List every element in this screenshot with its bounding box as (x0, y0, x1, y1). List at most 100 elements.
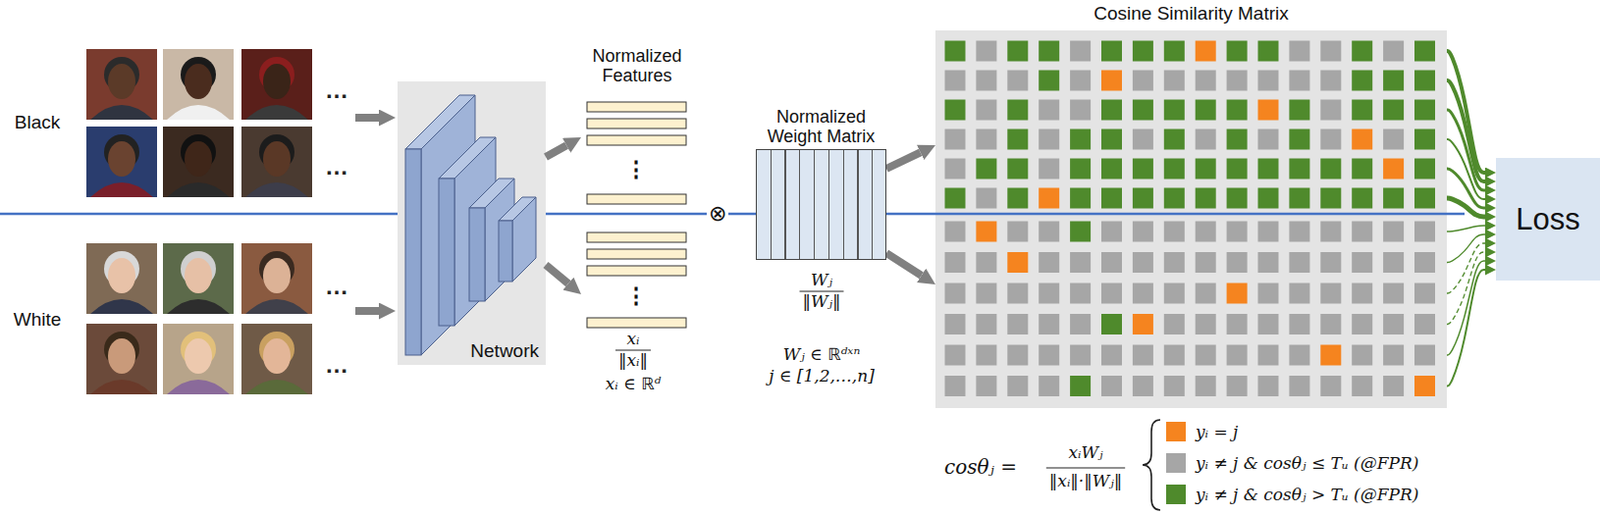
ellipsis: … (324, 76, 349, 104)
face-photo (241, 323, 313, 395)
matrix-cell (945, 375, 966, 397)
matrix-cell (1414, 129, 1436, 151)
label-holder: ‖xᵢ‖ (618, 352, 648, 371)
figure-part (512, 197, 536, 282)
matrix-cell (1414, 375, 1436, 397)
matrix-cell (1351, 41, 1373, 62)
figure-part (162, 49, 234, 120)
matrix-cell (1069, 252, 1091, 273)
group-label: White (13, 309, 62, 330)
matrix-cell (1383, 159, 1404, 180)
matrix-cell (1258, 159, 1280, 180)
matrix-cell (1414, 70, 1436, 92)
matrix-cell (1258, 221, 1280, 243)
node-text: Normalized Features (581, 47, 694, 87)
input-arrow (355, 113, 379, 122)
figure-part (162, 323, 234, 395)
matrix-cell (1288, 100, 1310, 121)
matrix-cell (1226, 159, 1248, 180)
matrix-cell (1038, 314, 1060, 335)
figure-part (469, 208, 485, 302)
matrix-cell (1258, 129, 1280, 151)
matrix-cell (1007, 221, 1028, 243)
matrix-cell (1414, 221, 1436, 243)
flow-arrow (886, 152, 921, 169)
matrix-cell (1007, 188, 1028, 210)
figure-part (107, 338, 136, 374)
matrix-cell (1195, 100, 1217, 121)
face-photo (162, 243, 234, 315)
face-photo (86, 323, 158, 395)
matrix-cell (975, 129, 997, 151)
node-text: Loss (1515, 202, 1580, 238)
matrix-cell (945, 41, 966, 62)
matrix-cell (1069, 221, 1091, 243)
matrix-cell (1164, 41, 1185, 62)
feature-bar (586, 266, 687, 276)
matrix-cell (1195, 129, 1217, 151)
figure-part (241, 49, 313, 120)
matrix-cell (1320, 314, 1341, 335)
matrix-cell (1164, 70, 1185, 92)
label-holder: ‖xᵢ‖·‖Wⱼ‖ (1049, 473, 1122, 491)
label-holder: xᵢ ∈ ℝᵈ (605, 375, 662, 394)
matrix-cell (1226, 188, 1248, 210)
matrix-cell (945, 188, 966, 210)
matrix-cell (1195, 314, 1217, 335)
formula: ‖Wⱼ‖ (802, 291, 842, 312)
figure-part (241, 243, 313, 315)
matrix-cell (1132, 159, 1154, 180)
figure-part (90, 379, 154, 395)
matrix-cell (975, 252, 997, 273)
figure-part (184, 63, 213, 100)
feature-bar (586, 118, 687, 129)
label-holder: ‖Wⱼ‖ (802, 293, 842, 312)
matrix-cell (1226, 314, 1248, 335)
matrix-cell (1414, 314, 1436, 335)
legend-swatch (1166, 484, 1186, 505)
matrix-cell (1351, 159, 1373, 180)
face-photo (86, 49, 158, 120)
face-photo (162, 49, 234, 120)
matrix-cell (1069, 283, 1091, 305)
ellipsis: … (324, 272, 349, 300)
matrix-cell (1383, 70, 1404, 92)
ellipsis: ⋮ (625, 157, 647, 182)
matrix-cell (1195, 252, 1217, 273)
matrix-cell (1383, 314, 1404, 335)
matrix-cell (1007, 100, 1028, 121)
matrix-cell (945, 314, 966, 335)
label-holder: xᵢWⱼ (1068, 444, 1104, 463)
matrix-cell (975, 70, 997, 92)
node-text: Network (470, 340, 539, 363)
matrix-cell (1258, 100, 1280, 121)
matrix-cell (1226, 100, 1248, 121)
matrix-cell (975, 41, 997, 62)
matrix-cell (1351, 100, 1373, 121)
figure-part (498, 220, 513, 282)
matrix-cell (1132, 283, 1154, 305)
network-panel (397, 81, 546, 366)
label-holder: j ∈ [1,2,…,n] (768, 368, 875, 386)
label-holder: xᵢ (626, 330, 640, 349)
matrix-cell (1226, 283, 1248, 305)
loss-box: Loss (1495, 158, 1600, 281)
figure-part (166, 182, 230, 198)
matrix-cell (975, 283, 997, 305)
matrix-cell (1164, 252, 1185, 273)
matrix-cell (1132, 41, 1154, 62)
flow-arrow (545, 145, 567, 158)
figure-part (241, 323, 313, 395)
legend-swatch (1166, 422, 1186, 442)
weight-matrix: Normalized Weight Matrix (755, 107, 887, 261)
formula: xᵢWⱼ (1068, 442, 1104, 463)
matrix-cell (1288, 345, 1310, 367)
matrix-cell (1226, 252, 1248, 273)
matrix-cell (1195, 221, 1217, 243)
figure-part (263, 338, 291, 374)
matrix-cell (1383, 221, 1404, 243)
matrix-cell (1226, 345, 1248, 367)
matrix-cell (1007, 345, 1028, 367)
matrix-cell (1101, 100, 1122, 121)
